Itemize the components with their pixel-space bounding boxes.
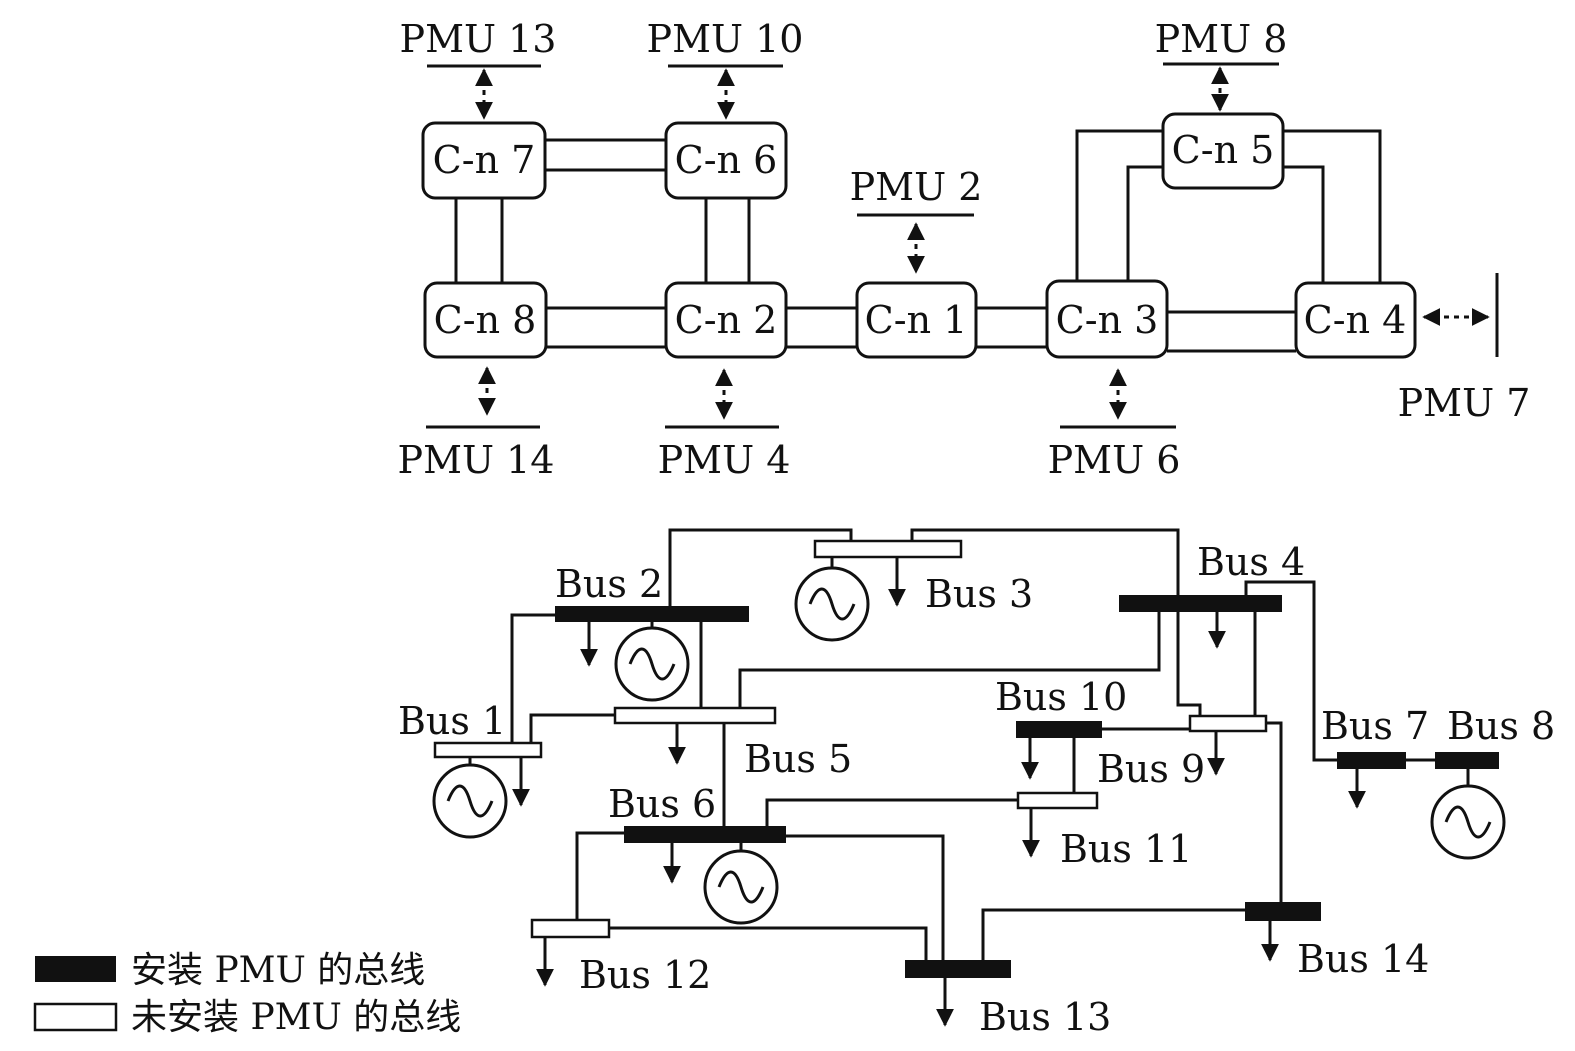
- communication-network: C-n 7 C-n 6 C-n 8 C-n 2 C-n 1 C-n 3 C-n …: [398, 17, 1531, 482]
- comm-node-6-label: C-n 6: [675, 138, 778, 182]
- generator-bus-2-icon: [614, 622, 690, 702]
- bus-1-label: Bus 1: [398, 699, 506, 743]
- pmu-10-group: PMU 10: [647, 17, 804, 120]
- legend: 安装 PMU 的总线 未安装 PMU 的总线: [33, 950, 461, 1038]
- bus-6-label: Bus 6: [608, 782, 716, 826]
- comm-node-2-label: C-n 2: [675, 298, 778, 342]
- bus-3-bar: [813, 539, 963, 559]
- pmu-6-group: PMU 6: [1048, 368, 1181, 482]
- bus-4-label: Bus 4: [1197, 540, 1305, 584]
- pmu-8-label: PMU 8: [1155, 17, 1288, 61]
- bus-4-bar: [1119, 595, 1282, 612]
- pmu-4-group: PMU 4: [658, 368, 791, 482]
- pmu-2-label: PMU 2: [850, 165, 983, 209]
- comm-node-3-label: C-n 3: [1056, 298, 1159, 342]
- bus-5-bar: [613, 706, 777, 725]
- legend-plain-bus-label: 未安装 PMU 的总线: [131, 997, 461, 1038]
- bus-9-bar: [1188, 714, 1268, 733]
- pmu-14-label: PMU 14: [398, 438, 555, 482]
- legend-pmu-bus-label: 安装 PMU 的总线: [131, 950, 425, 991]
- legend-plain-bus-swatch: [33, 1002, 118, 1032]
- comm-node-6: C-n 6: [664, 121, 788, 200]
- comm-node-7-label: C-n 7: [433, 138, 536, 182]
- bus-2-bar: [555, 606, 749, 622]
- bus-8-label: Bus 8: [1447, 704, 1555, 748]
- comm-node-3: C-n 3: [1045, 279, 1169, 359]
- bus-1-bar: [433, 741, 543, 759]
- generator-bus-1-icon: [432, 757, 508, 839]
- bus-14-bar: [1245, 902, 1321, 921]
- pmu-10-label: PMU 10: [647, 17, 804, 61]
- pmu-13-group: PMU 13: [400, 17, 557, 120]
- transmission-lines: [510, 528, 1435, 960]
- pmu-7-group: PMU 7: [1398, 273, 1531, 425]
- bus-14-label: Bus 14: [1297, 937, 1429, 981]
- pmu-2-group: PMU 2: [850, 165, 983, 274]
- comm-node-5: C-n 5: [1161, 112, 1285, 190]
- bus-7-bar: [1337, 752, 1406, 769]
- pmu-7-label: PMU 7: [1398, 381, 1531, 425]
- power-system: Bus 2 Bus 3 Bus 4 Bus 1 Bus 5 Bus 10 Bus…: [398, 528, 1555, 1039]
- bus-8-bar: [1435, 752, 1499, 769]
- pmu-13-label: PMU 13: [400, 17, 557, 61]
- pmu-14-group: PMU 14: [398, 366, 555, 482]
- comm-node-5-label: C-n 5: [1172, 128, 1275, 172]
- bus-13-label: Bus 13: [979, 995, 1111, 1039]
- comm-node-2: C-n 2: [664, 281, 788, 359]
- pmu-6-label: PMU 6: [1048, 438, 1181, 482]
- bus-5-label: Bus 5: [744, 737, 852, 781]
- comm-node-1-label: C-n 1: [865, 298, 968, 342]
- pmu-4-label: PMU 4: [658, 438, 791, 482]
- bus-2-label: Bus 2: [555, 562, 663, 606]
- comm-links: [454, 129, 1382, 353]
- bus-3-label: Bus 3: [925, 572, 1033, 616]
- pmu-8-group: PMU 8: [1155, 17, 1288, 112]
- comm-node-1: C-n 1: [855, 281, 978, 359]
- bus-10-label: Bus 10: [995, 675, 1127, 719]
- generator-bus-6-icon: [703, 843, 779, 925]
- bus-9-label: Bus 9: [1097, 747, 1205, 791]
- legend-pmu-bus-swatch: [35, 956, 116, 982]
- comm-node-4: C-n 4: [1294, 281, 1417, 359]
- bus-11-label: Bus 11: [1060, 827, 1192, 871]
- bus-7-label: Bus 7: [1321, 704, 1429, 748]
- generator-bus-8-icon: [1430, 769, 1506, 860]
- comm-node-8: C-n 8: [423, 281, 548, 359]
- bus-12-label: Bus 12: [579, 953, 711, 997]
- bus-11-bar: [1016, 791, 1099, 810]
- bus-10-bar: [1016, 721, 1102, 738]
- load-arrows: [512, 557, 1366, 1027]
- bus-6-bar: [624, 826, 786, 843]
- comm-node-4-label: C-n 4: [1304, 298, 1407, 342]
- bus-12-bar: [530, 918, 611, 939]
- generator-bus-3-icon: [794, 557, 870, 642]
- comm-node-8-label: C-n 8: [434, 298, 537, 342]
- comm-node-7: C-n 7: [421, 121, 547, 200]
- bus-13-bar: [905, 960, 1011, 978]
